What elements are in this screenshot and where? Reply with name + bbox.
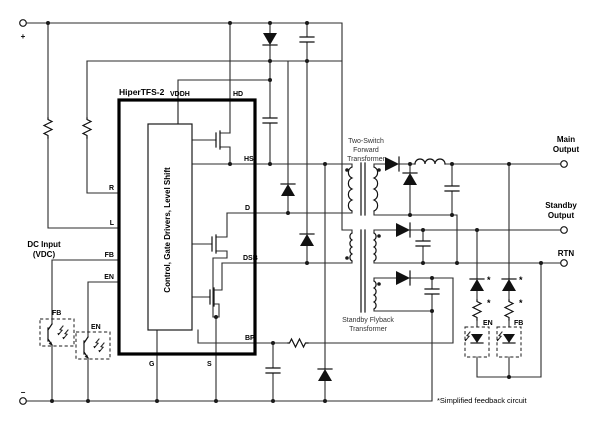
pin-label-l: L [110, 220, 115, 227]
mosfet-high-side [215, 130, 221, 150]
dc-plus-terminal [19, 19, 27, 27]
rtn-label: RTN [558, 249, 575, 258]
forward-transformer-label: Two-Switch [348, 138, 384, 145]
wires [25, 22, 562, 402]
asterisk-fb-resistor: * [519, 298, 523, 308]
plus-label: + [21, 32, 26, 41]
rtn-terminal [560, 259, 568, 267]
minus-label: − [21, 388, 26, 397]
capacitor-bootstrap [262, 117, 278, 124]
forward-transformer-label: Transformer [347, 156, 386, 163]
dc-input-unit: (VDC) [33, 250, 56, 259]
mosfet-main-low-side [211, 234, 217, 254]
optocoupler-fb-led [495, 326, 522, 358]
feedback-note: *Simplified feedback circuit [437, 396, 528, 405]
capacitor-standby-output [415, 240, 431, 247]
standby-output-label: Standby [545, 201, 577, 210]
resistor-reset [81, 117, 93, 139]
pin-label-d: D [245, 205, 250, 212]
capacitor-bp [265, 367, 281, 374]
ic-hipertfs2-outline [117, 98, 257, 356]
diode-vddh-supply [262, 33, 278, 46]
diode-main-rectifier [385, 156, 400, 172]
pin-label-r: R [109, 185, 114, 192]
flyback-transformer-label: Standby Flyback [342, 317, 394, 324]
main-output-label: Output [553, 145, 580, 154]
resistor-fb-feedback [503, 299, 515, 321]
asterisk-en-zener: * [487, 275, 491, 285]
mosfet-standby [209, 287, 215, 307]
pin-label-dsb: DSB [243, 255, 258, 262]
main-output-terminal [560, 160, 568, 168]
zener-fb-feedback [501, 278, 517, 291]
dc-input-label: DC Input [27, 240, 61, 249]
pin-label-hs: HS [244, 156, 254, 163]
feedback-fb-label: FB [514, 320, 523, 327]
forward-transformer [345, 162, 381, 216]
standby-output-label: Output [548, 211, 575, 220]
ic-name: HiperTFS-2 [119, 87, 165, 97]
diode-standby-rectifier [396, 222, 411, 238]
diode-clamp-d [280, 183, 296, 196]
asterisk-fb-zener: * [519, 275, 523, 285]
optocoupler-fb-receiver [39, 318, 75, 347]
asterisk-en-resistor: * [487, 298, 491, 308]
flyback-transformer-label: Transformer [349, 326, 388, 333]
pin-label-g: G [149, 361, 155, 368]
resistor-bp [287, 337, 309, 349]
junction-dots [46, 21, 543, 403]
diode-clamp-hs [317, 368, 333, 381]
diode-bias-rectifier [396, 270, 411, 286]
inductor-main-output [414, 158, 446, 165]
dc-minus-terminal [19, 397, 27, 405]
pin-label-hd: HD [233, 91, 243, 98]
main-output-label: Main [557, 135, 575, 144]
opto-en-label: EN [91, 324, 101, 331]
flyback-transformer [345, 229, 381, 313]
opto-fb-label: FB [52, 310, 61, 317]
pin-label-en: EN [104, 274, 114, 281]
pin-label-vddh: VDDH [170, 91, 190, 98]
diode-clamp-dsb [299, 233, 315, 246]
ic-inner-block-label: Control, Gate Drivers, Level Shift [163, 167, 172, 293]
forward-transformer-label: Forward [353, 147, 379, 154]
pin-label-fb: FB [105, 252, 114, 259]
diode-freewheel [402, 172, 418, 185]
standby-output-terminal [560, 226, 568, 234]
optocoupler-en-led [463, 326, 490, 358]
pin-label-s: S [207, 361, 212, 368]
resistor-en-feedback [471, 299, 483, 321]
optocoupler-en-receiver [75, 331, 111, 360]
ic-inner-block [147, 123, 193, 331]
capacitor-main-output [444, 185, 460, 192]
pin-label-bp: BP [245, 335, 255, 342]
zener-en-feedback [469, 278, 485, 291]
capacitor-bias [424, 288, 440, 295]
resistor-line-sense [42, 117, 54, 139]
capacitor-input-clamp [299, 36, 315, 43]
feedback-en-label: EN [483, 320, 493, 327]
